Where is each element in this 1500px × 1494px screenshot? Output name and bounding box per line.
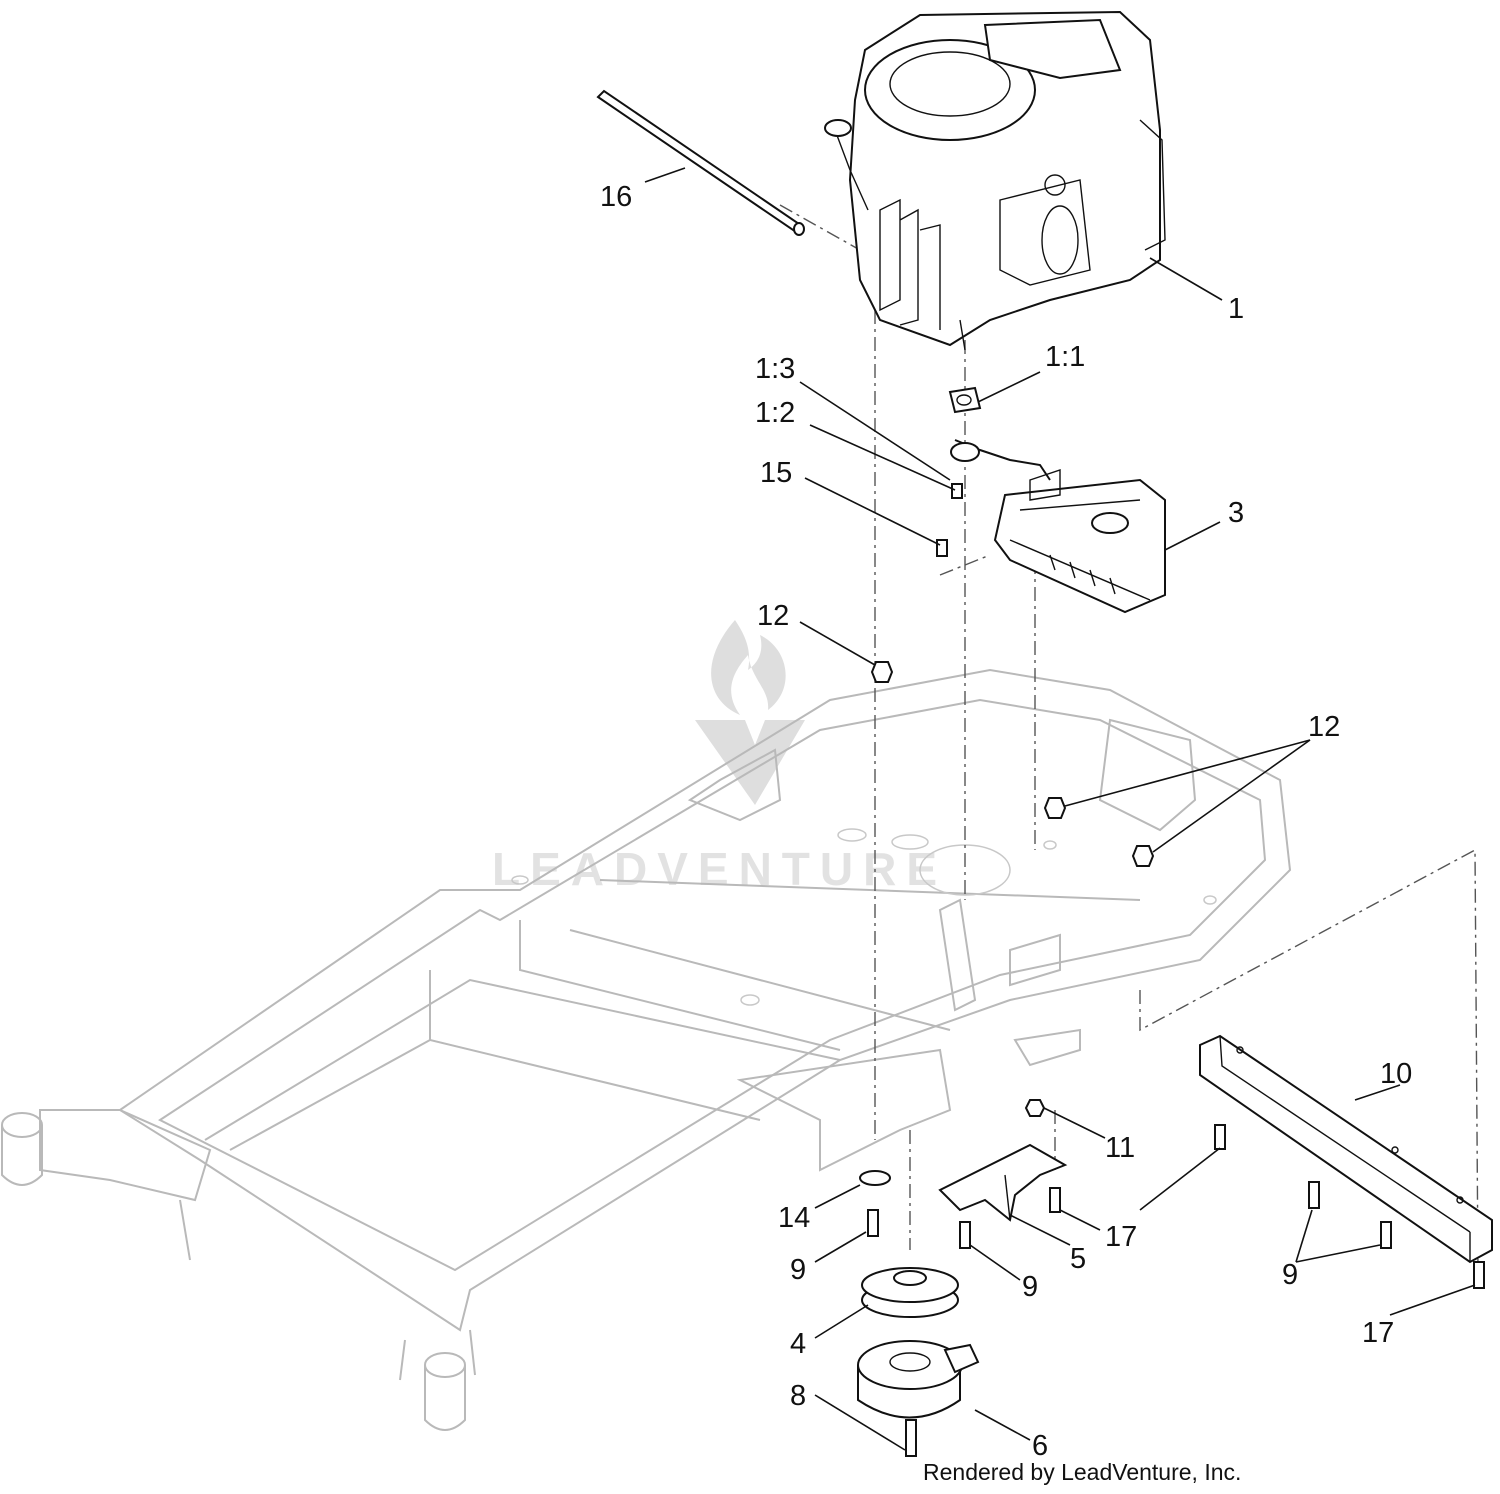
small-hardware [936, 483, 963, 557]
label-9-center: 9 [1022, 1271, 1038, 1303]
label-15: 15 [760, 457, 792, 489]
part-10-bar [1199, 1034, 1493, 1264]
label-17-right: 17 [1362, 1317, 1394, 1349]
watermark-text: LEADVENTURE [492, 843, 947, 895]
label-16: 16 [600, 181, 632, 213]
part-labels: 1 1:1 1:3 1:2 15 3 16 12 12 10 11 17 5 9… [600, 181, 1412, 1462]
label-14: 14 [778, 1202, 810, 1234]
label-10: 10 [1380, 1058, 1412, 1090]
alignment-lines [779, 204, 1479, 1271]
label-12-right: 12 [1308, 711, 1340, 743]
label-11: 11 [1105, 1132, 1135, 1164]
mower-frame [1, 668, 1292, 1431]
label-9-right: 9 [1282, 1259, 1298, 1291]
label-9-left: 9 [790, 1254, 806, 1286]
label-5: 5 [1070, 1243, 1086, 1275]
part-16-tube [596, 89, 805, 236]
label-12-upper: 12 [757, 600, 789, 632]
label-1-2: 1:2 [755, 397, 795, 429]
part-11-nut [1024, 1099, 1046, 1117]
part-15-bolt [936, 539, 948, 557]
part-1-engine [824, 10, 1166, 351]
part-3-muffler [950, 439, 1166, 614]
bolts [867, 1124, 1485, 1457]
part-12-nuts [870, 661, 1155, 867]
leader-lines [644, 167, 1476, 1451]
label-1: 1 [1228, 293, 1244, 325]
part-1-2-nut [951, 483, 963, 499]
part-4-pulley [861, 1267, 959, 1318]
label-17-center: 17 [1105, 1221, 1137, 1253]
label-8: 8 [790, 1380, 806, 1412]
render-credit: Rendered by LeadVenture, Inc. [923, 1459, 1241, 1485]
label-6: 6 [1032, 1430, 1048, 1462]
leadventure-watermark: LEADVENTURE [492, 620, 947, 895]
label-4: 4 [790, 1328, 806, 1360]
label-3: 3 [1228, 497, 1244, 529]
part-14-washer [859, 1170, 891, 1186]
label-1-3: 1:3 [755, 353, 795, 385]
part-6-clutch [857, 1340, 980, 1419]
part-5-bracket [938, 1143, 1068, 1222]
label-1-1: 1:1 [1045, 341, 1085, 373]
part-1-1-gasket [948, 386, 982, 414]
